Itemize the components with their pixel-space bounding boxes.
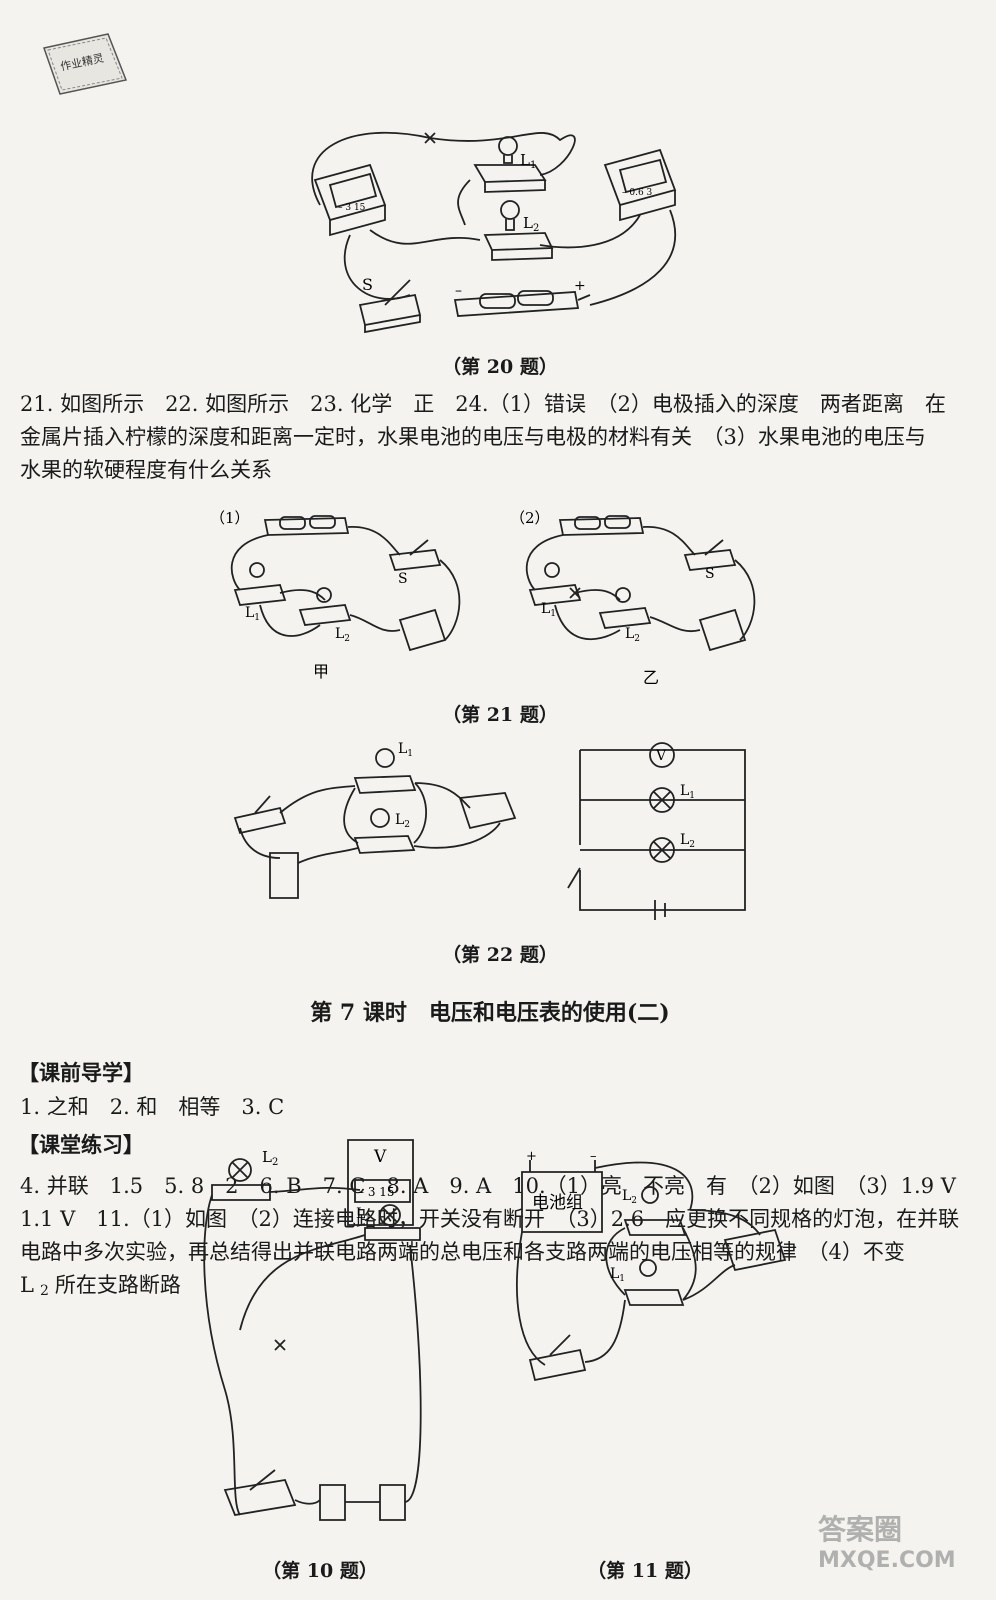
q22-sch-v: V	[655, 748, 667, 764]
q10-l1: L1	[356, 1206, 371, 1224]
q11-battery-label: 电池组	[532, 1193, 583, 1213]
section-title: 第 7 课时 电压和电压表的使用(二)	[310, 1000, 670, 1026]
q11-circuit-figure: 电池组 + – L2 L1	[500, 1149, 800, 1550]
practice-line-2: 1.1 V 11.（1）如图 （2）连接电路时，开关没有断开 （3）2.6 应更…	[20, 1207, 960, 1231]
q21-right-tag: （2）	[510, 509, 550, 527]
preview-heading: 【课前导学】	[18, 1060, 144, 1085]
q21-left-name: 甲	[313, 662, 329, 681]
q21-right-s: S	[705, 566, 715, 582]
q10-caption: （第 10 题）	[262, 1560, 378, 1582]
answers-21-24: 21. 如图所示 22. 如图所示 23. 化学 正 24.（1）错误 （2）电…	[20, 388, 970, 487]
q10-scale: – 3 15	[358, 1185, 395, 1199]
q22-phys-l2: L2	[395, 812, 410, 830]
q20-caption: （第 20 题）	[442, 356, 558, 378]
q20-l1-label: L1	[520, 151, 536, 171]
q21-left-l2: L2	[335, 626, 350, 644]
q11-caption: （第 11 题）	[587, 1560, 703, 1582]
q10-circuit-figure: L2 V – 3 15 L1	[200, 1130, 430, 1550]
q20-battery-minus: –	[455, 283, 462, 299]
q10-l2: L2	[262, 1148, 278, 1168]
watermark-logo: 答案圈	[818, 1513, 903, 1546]
watermark-text: MXQE.COM	[818, 1548, 956, 1573]
q21-right-l2: L2	[625, 626, 640, 644]
q11-l1: L1	[610, 1266, 625, 1284]
q21-right-l1: L1	[541, 601, 556, 619]
q22-circuit-physical: L1 L2	[230, 741, 530, 908]
q20-circuit-figure: L1 L2 S – 3 15 – 0.6 3 – +	[290, 110, 710, 350]
q21-right-name: 乙	[643, 668, 659, 687]
q21-left-l1: L1	[245, 605, 260, 623]
practice-heading: 【课堂练习】	[18, 1132, 144, 1157]
q11-l2: L2	[622, 1188, 637, 1206]
answers-line-1: 21. 如图所示 22. 如图所示 23. 化学 正 24.（1）错误 （2）电…	[20, 392, 946, 416]
preview-answers: 1. 之和 2. 和 相等 3. C	[20, 1095, 285, 1119]
q22-phys-l1: L1	[398, 741, 413, 759]
practice-line-1: 4. 并联 1.5 5. 8 2 6. B 7. C 8. A 9. A 10.…	[20, 1174, 956, 1198]
stamp-logo: 作业精灵	[38, 30, 130, 98]
q21-left-s: S	[398, 571, 408, 587]
q22-caption: （第 22 题）	[442, 944, 558, 966]
q22-circuit-schematic: V L1 L2	[570, 740, 760, 920]
q21-circuit-right: （2） S L1 L2 乙	[510, 509, 775, 687]
q20-battery-plus: +	[574, 278, 586, 294]
q21-circuit-left: （1） S L1 L2 甲	[210, 509, 470, 681]
q11-minus: –	[590, 1149, 597, 1164]
q20-l2-label: L2	[523, 214, 539, 234]
q20-switch-label: S	[362, 275, 373, 294]
q10-v: V	[373, 1147, 387, 1167]
q20-ammeter-scale: – 0.6 3	[622, 188, 653, 198]
practice-answers: 4. 并联 1.5 5. 8 2 6. B 7. C 8. A 9. A 10.…	[20, 1170, 970, 1308]
practice-line-3: 电路中多次实验，再总结得出并联电路两端的总电压和各支路两端的电压相等的规律 （4…	[20, 1240, 905, 1264]
q21-left-tag: （1）	[210, 509, 250, 527]
q20-voltmeter-scale: – 3 15	[338, 203, 366, 213]
q22-sch-l2: L2	[680, 832, 695, 850]
answers-line-2: 金属片插入柠檬的深度和距离一定时，水果电池的电压与电极的材料有关 （3）水果电池…	[20, 425, 926, 449]
q21-caption: （第 21 题）	[442, 704, 558, 726]
q22-sch-l1: L1	[680, 783, 695, 801]
answers-line-3: 水果的软硬程度有什么关系	[20, 458, 272, 482]
q11-plus: +	[526, 1149, 537, 1164]
